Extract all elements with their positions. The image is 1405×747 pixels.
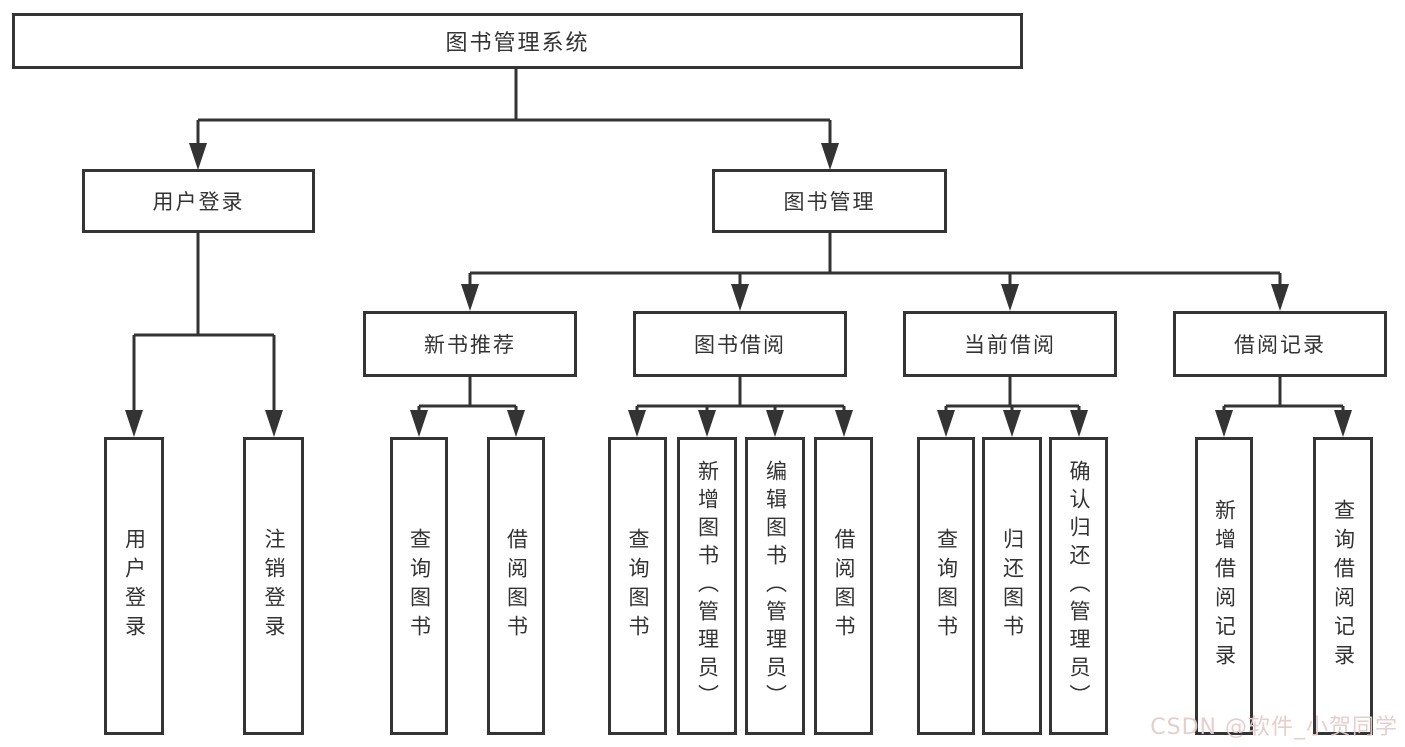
- node-leaf-user-login: 用户登录: [104, 437, 164, 735]
- node-book-borrow: 图书借阅: [633, 311, 847, 377]
- node-book-management-branch: 图书管理: [712, 169, 947, 233]
- node-current-borrow: 当前借阅: [903, 311, 1117, 377]
- node-leaf-logout: 注销登录: [243, 437, 304, 735]
- node-leaf-edit-books-admin: 编辑图书（管理员）: [745, 437, 805, 735]
- node-leaf-confirm-return-admin: 确认归还（管理员）: [1049, 437, 1108, 735]
- node-user-login-branch: 用户登录: [82, 169, 315, 233]
- node-leaf-add-books-admin: 新增图书（管理员）: [677, 437, 737, 735]
- node-leaf-query-books-3: 查询图书: [917, 437, 975, 735]
- arrowhead-group: [125, 143, 1352, 437]
- node-leaf-add-borrow-record: 新增借阅记录: [1195, 437, 1253, 735]
- node-leaf-return-books: 归还图书: [982, 437, 1042, 735]
- node-borrow-records: 借阅记录: [1173, 311, 1387, 377]
- node-leaf-query-books-1: 查询图书: [390, 437, 448, 735]
- node-leaf-query-borrow-record: 查询借阅记录: [1313, 437, 1373, 735]
- node-leaf-borrow-books-1: 借阅图书: [487, 437, 545, 735]
- node-leaf-query-books-2: 查询图书: [608, 437, 667, 735]
- node-new-book-recommend: 新书推荐: [363, 311, 577, 377]
- node-leaf-borrow-books-2: 借阅图书: [814, 437, 873, 735]
- node-root-system: 图书管理系统: [12, 13, 1023, 69]
